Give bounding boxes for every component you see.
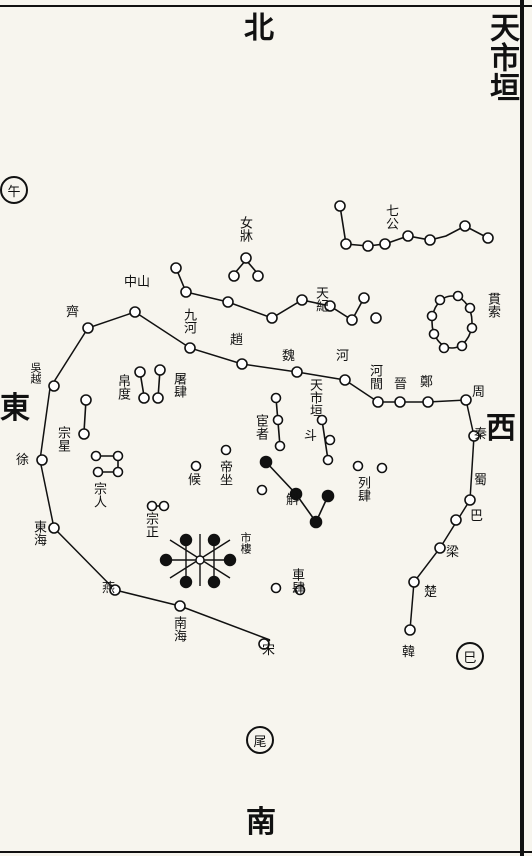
label-chesi: 車肆	[290, 568, 303, 594]
label-han: 韓	[402, 646, 415, 659]
label-liang: 梁	[446, 546, 459, 559]
qigong-asterism	[335, 201, 493, 251]
guansuo-asterism	[428, 292, 477, 353]
label-donghai: 東海	[32, 520, 45, 546]
label-zongxing: 宗星	[56, 426, 69, 452]
hu-asterism	[261, 457, 334, 528]
label-wuyue: 吳越	[30, 362, 41, 384]
label-dou: 斗	[304, 430, 317, 443]
label-shilou: 市樓	[240, 532, 251, 554]
direction-north: 北	[244, 14, 274, 44]
label-hou: 候	[188, 474, 201, 487]
label-tianshiyuan-inner: 天市垣	[308, 378, 321, 417]
label-zheng: 鄭	[420, 376, 433, 389]
label-nanhai: 南海	[172, 616, 185, 642]
label-huanzhe: 宦者	[254, 414, 267, 440]
label-qi: 齊	[66, 306, 79, 319]
label-dizuo: 帝坐	[218, 460, 231, 486]
label-xu: 徐	[16, 454, 29, 467]
label-zhou: 周	[472, 386, 485, 399]
direction-east: 東	[0, 394, 30, 424]
label-hu: 斛	[286, 494, 299, 507]
label-hejian: 河間	[368, 364, 381, 390]
label-shu: 蜀	[474, 474, 487, 487]
label-liesi: 列肆	[356, 476, 369, 502]
circled-left: 午	[0, 176, 28, 204]
label-zongren: 宗人	[92, 482, 105, 508]
label-qigong: 七公	[384, 204, 397, 230]
label-tianji: 天紀	[314, 286, 327, 312]
page-title: 天市垣	[486, 12, 516, 102]
label-tusi: 屠肆	[172, 372, 185, 398]
circled-bottom: 尾	[246, 726, 274, 754]
label-ba: 巴	[470, 510, 483, 523]
nvchuang-asterism	[229, 253, 263, 281]
direction-south: 南	[246, 808, 276, 838]
direction-west: 西	[486, 414, 516, 444]
label-qin: 秦	[474, 428, 487, 441]
label-guansuo: 貫索	[486, 292, 499, 318]
label-zongzheng: 宗正	[144, 512, 157, 538]
label-zhongshan: 中山	[124, 276, 150, 289]
circled-right: 巳	[456, 642, 484, 670]
label-zhao: 趙	[230, 334, 243, 347]
label-nvchuang: 女牀	[238, 216, 251, 242]
label-wei: 魏	[282, 350, 295, 363]
label-bodu: 帛度	[116, 374, 129, 400]
label-he: 河	[336, 350, 349, 363]
shilou-asterism	[161, 534, 237, 588]
label-jin: 晉	[394, 378, 407, 391]
label-song: 宋	[262, 644, 275, 657]
label-yan: 燕	[102, 582, 115, 595]
tianji-asterism	[171, 263, 381, 325]
label-chu: 楚	[424, 586, 437, 599]
label-jiuhe: 九河	[182, 308, 195, 334]
